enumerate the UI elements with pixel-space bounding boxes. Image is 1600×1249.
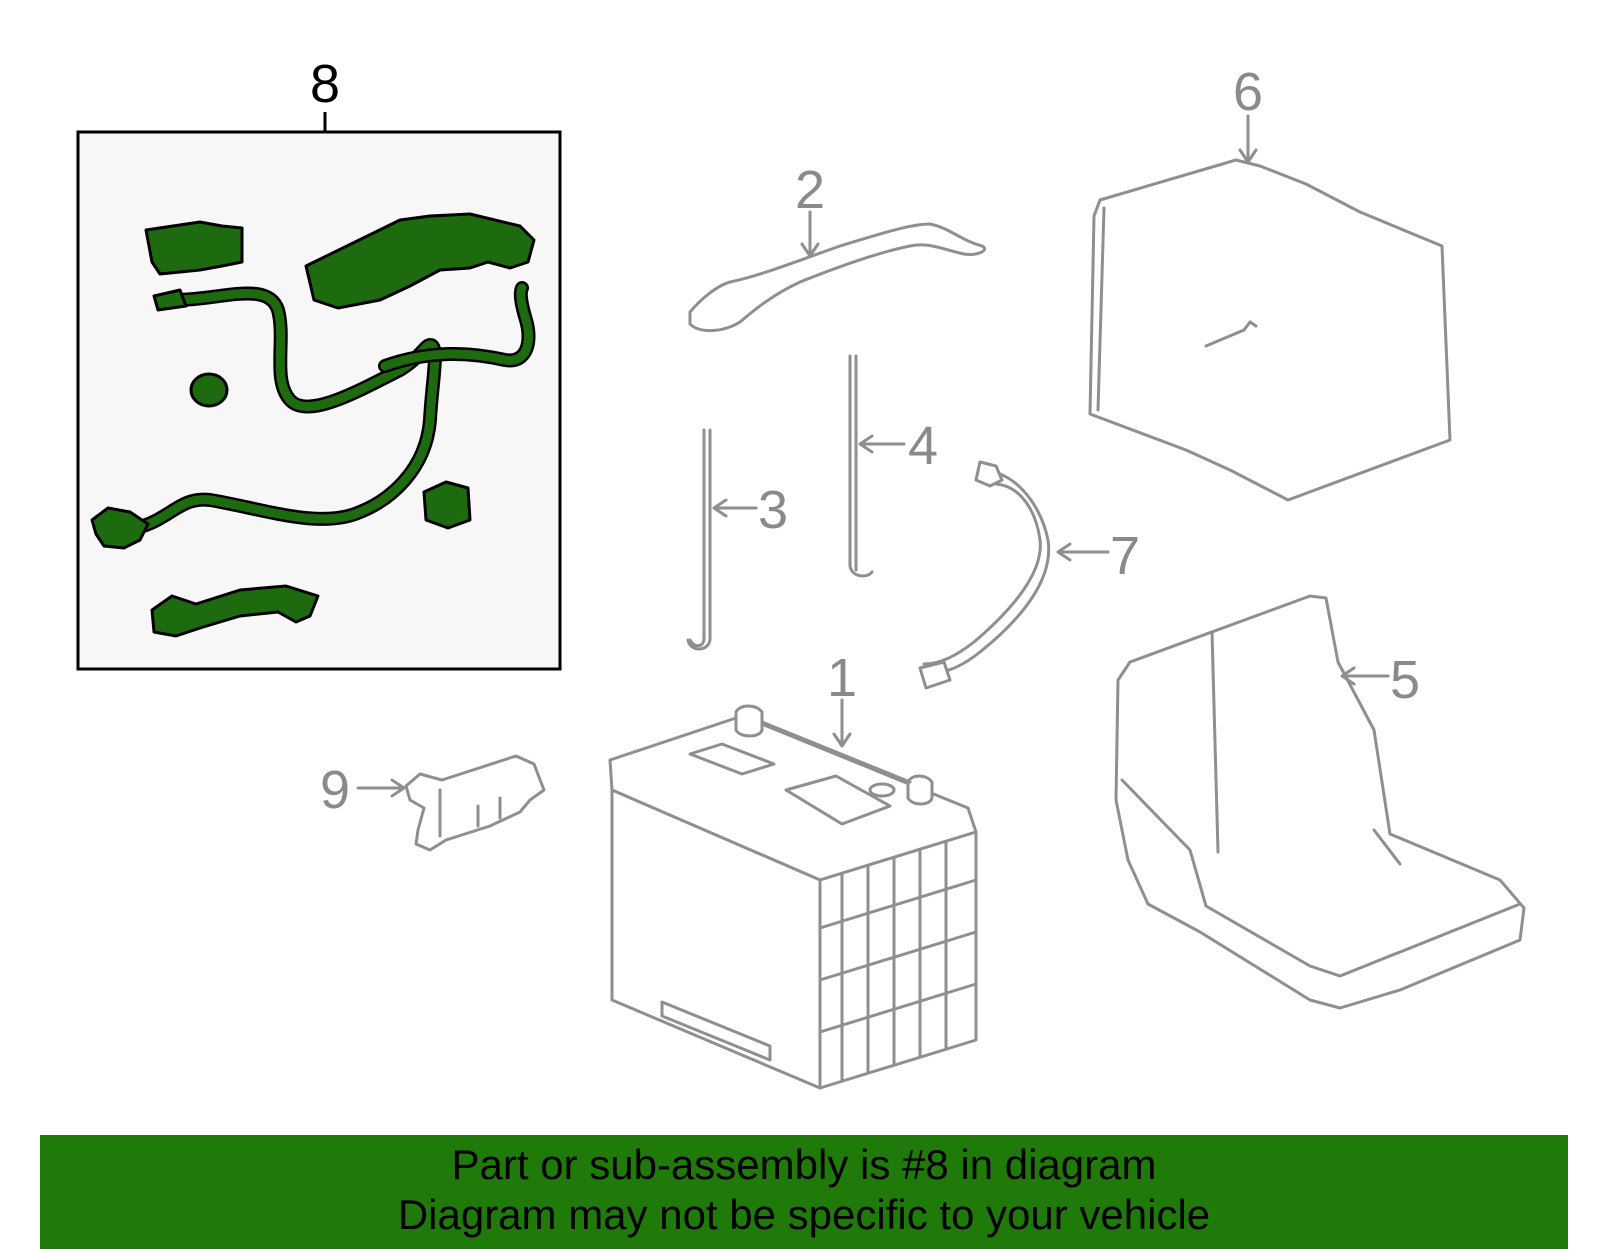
battery-vent xyxy=(868,782,896,798)
banner-part-note: Part or sub-assembly is #8 in diagram xyxy=(451,1141,1157,1188)
branch-cable xyxy=(380,283,533,371)
callout-9-arrow xyxy=(390,778,406,798)
callout-5-arrow xyxy=(1340,666,1356,686)
part-3-group[interactable]: 3 xyxy=(686,428,788,651)
part-4-group[interactable]: 4 xyxy=(848,354,938,578)
terminal-cover-ribs xyxy=(438,788,502,838)
callout-3-arrow xyxy=(712,498,728,518)
part-8-group[interactable]: 8 xyxy=(76,54,562,671)
negative-terminal-top xyxy=(974,460,1004,488)
callout-6: 6 xyxy=(1233,62,1263,122)
battery-label-strip xyxy=(660,1000,772,1062)
battery-tray xyxy=(1114,594,1526,1010)
battery-top-caps xyxy=(688,742,892,826)
callout-5: 5 xyxy=(1390,650,1420,710)
callout-1-arrow xyxy=(832,732,852,748)
grommet xyxy=(189,372,229,408)
cable-terminal-top xyxy=(152,288,188,312)
part-2-group[interactable]: 2 xyxy=(688,160,987,332)
part-6-group[interactable]: 6 xyxy=(1088,62,1452,502)
battery-side xyxy=(818,830,978,1090)
positive-cable xyxy=(131,288,440,533)
battery-box-cover xyxy=(1088,158,1452,502)
callout-8: 8 xyxy=(310,54,340,114)
hold-down-bracket xyxy=(688,222,987,332)
terminal-cover xyxy=(144,220,244,276)
callout-7: 7 xyxy=(1110,526,1140,586)
battery-side-grid xyxy=(818,840,978,1082)
callout-3: 3 xyxy=(758,480,788,540)
banner-disclaimer: Diagram may not be specific to your vehi… xyxy=(397,1191,1211,1238)
hold-down-rod-short xyxy=(686,428,712,651)
info-banner: Part or sub-assembly is #8 in diagram Di… xyxy=(40,1135,1568,1249)
battery-clamp-terminal xyxy=(90,506,150,550)
negative-cable xyxy=(150,584,320,638)
terminal-cover-gray xyxy=(404,754,546,852)
cover-detail xyxy=(1204,320,1258,348)
callout-9: 9 xyxy=(320,760,350,820)
callout-4: 4 xyxy=(908,416,938,476)
cable-clip xyxy=(422,480,472,530)
negative-cable-gray xyxy=(922,470,1051,674)
part-7-group[interactable]: 7 xyxy=(918,460,1140,690)
part-9-group[interactable]: 9 xyxy=(320,754,546,852)
fuse-box-cover xyxy=(304,212,536,310)
tray-details xyxy=(1120,630,1522,978)
hold-down-rod-long xyxy=(848,354,874,578)
callout-1: 1 xyxy=(827,648,857,708)
cover-edge xyxy=(1096,206,1106,412)
callout-7-arrow xyxy=(1056,542,1072,562)
battery-top-line xyxy=(760,720,912,784)
callout-2: 2 xyxy=(795,160,825,220)
negative-terminal-bottom xyxy=(918,660,952,690)
callout-4-arrow xyxy=(858,434,874,454)
battery-terminal-positive xyxy=(734,704,764,738)
battery-terminal-negative xyxy=(906,774,934,806)
part-1-group[interactable]: 1 xyxy=(608,648,978,1090)
part-5-group[interactable]: 5 xyxy=(1114,594,1526,1010)
